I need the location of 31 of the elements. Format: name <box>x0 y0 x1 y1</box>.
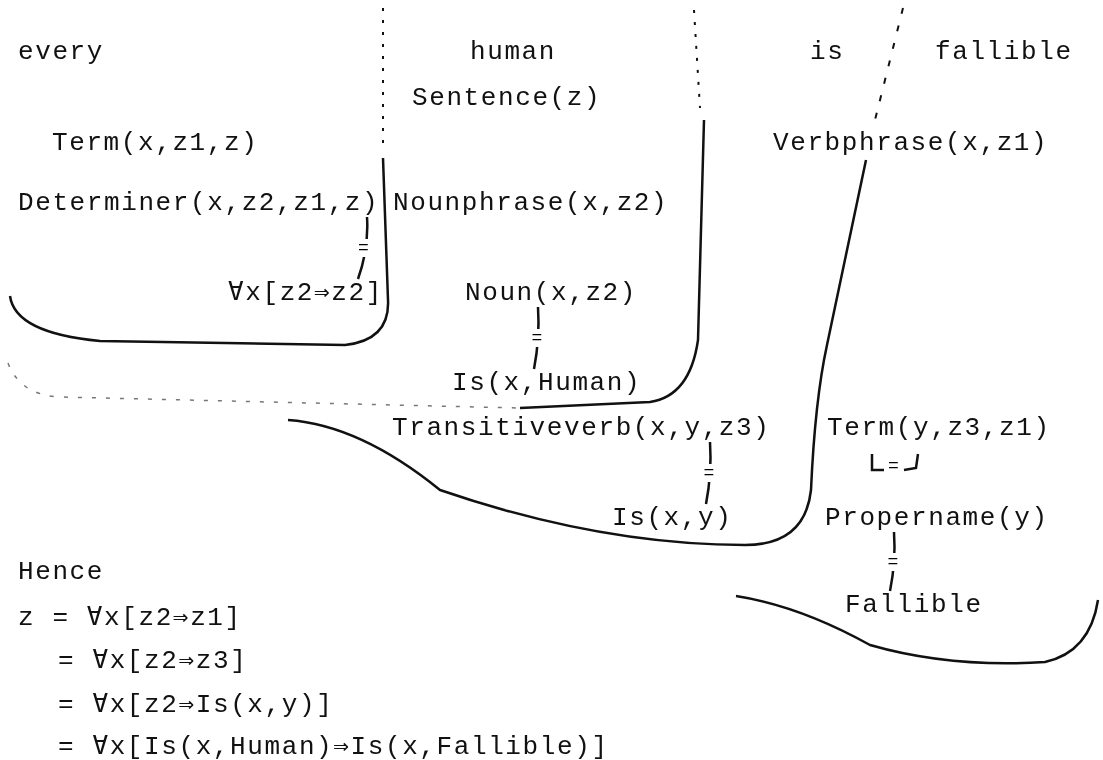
text-label: Nounphrase(x,z2) <box>393 190 669 216</box>
edge-label: = <box>357 239 370 257</box>
text-label: Sentence(z) <box>412 85 602 111</box>
connector-line <box>704 441 712 505</box>
formula-text: Is(x,y) <box>612 505 733 531</box>
text-label: Verbphrase(x,z1) <box>773 130 1049 156</box>
formula-text: Transitiveverb(x,y,z3) <box>392 415 771 441</box>
text-label: human <box>470 39 556 65</box>
formula-text: Is(x,Human) <box>452 370 642 396</box>
edge-label: = <box>530 329 544 347</box>
text-label: every <box>18 39 104 65</box>
formula-text: ∀x[z2⇒z2] <box>228 280 383 306</box>
text-label: z = ∀x[z2⇒z1] <box>18 605 242 631</box>
edge-label: = <box>886 552 900 571</box>
formula-text: Fallible <box>845 592 983 618</box>
connector-line <box>532 306 540 370</box>
text-label: is <box>810 39 845 65</box>
connector-line <box>888 531 896 592</box>
text-label: = ∀x[Is(x,Human)⇒Is(x,Fallible)] <box>58 734 609 760</box>
text-label: = ∀x[z2⇒Is(x,y)] <box>58 692 334 718</box>
formula-text: Propername(y) <box>825 505 1049 531</box>
connector-line <box>356 216 369 280</box>
text-label: Term(y,z3,z1) <box>827 415 1051 441</box>
text-label: = ∀x[z2⇒z3] <box>58 648 248 674</box>
formula-text: Noun(x,z2) <box>465 280 638 306</box>
text-label: fallible <box>935 39 1073 65</box>
text-label: = <box>888 457 899 475</box>
text-label: Hence <box>18 559 104 585</box>
formula-text: Determiner(x,z2,z1,z) <box>18 190 380 216</box>
text-label: Term(x,z1,z) <box>52 130 259 156</box>
edge-label: = <box>702 464 716 482</box>
